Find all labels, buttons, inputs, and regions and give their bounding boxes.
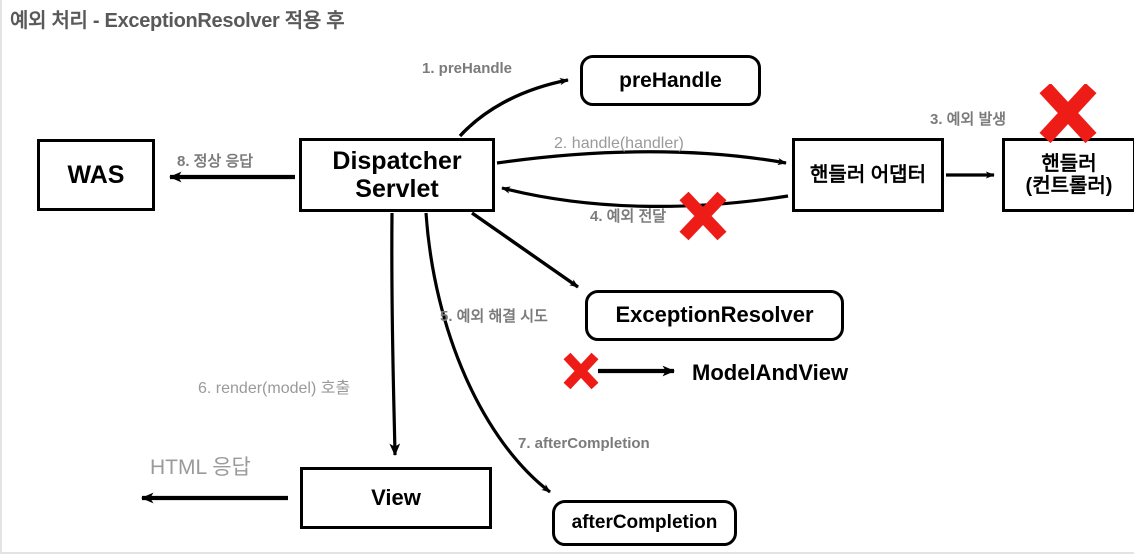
edge-dispatcher-to-handler-adapter xyxy=(496,150,787,166)
node-handler-adapter[interactable]: 핸들러 어댑터 xyxy=(792,138,944,212)
node-dispatcher-servlet-label: Dispatcher Servlet xyxy=(332,147,462,203)
node-view-label: View xyxy=(371,484,421,510)
node-after-completion-label: afterCompletion xyxy=(571,512,718,534)
node-handler-controller[interactable]: 핸들러 (컨트롤러) xyxy=(1002,138,1134,212)
edge-label-8-normal-response: 8. 정상 응답 xyxy=(177,153,254,170)
edge-label-7-after-completion: 7. afterCompletion xyxy=(518,435,650,452)
node-view[interactable]: View xyxy=(300,467,492,529)
text-model-and-view: ModelAndView xyxy=(692,360,849,385)
edge-label-3-exception-raised: 3. 예외 발생 xyxy=(930,111,1007,128)
edge-label-1-prehandle: 1. preHandle xyxy=(422,60,513,77)
edge-label-6-render-model: 6. render(model) 호출 xyxy=(198,380,351,397)
edge-label-5-exception-resolve-attempt: 5. 예외 해결 시도 xyxy=(440,308,548,325)
edge-label-html-response: HTML 응답 xyxy=(150,456,251,479)
edge-label-4-exception-delivery: 4. 예외 전달 xyxy=(590,208,667,225)
edge-dispatcher-to-resolver xyxy=(471,211,579,289)
x-mark-exception-delivery xyxy=(678,191,728,242)
edge-dispatcher-to-prehandle xyxy=(458,78,569,138)
page-title: 예외 처리 - ExceptionResolver 적용 후 xyxy=(10,10,345,32)
x-mark-model-and-view xyxy=(562,352,600,390)
edge-label-2-handle: 2. handle(handler) xyxy=(554,135,684,152)
node-handler-controller-label: 핸들러 (컨트롤러) xyxy=(1025,152,1113,197)
node-handler-adapter-label: 핸들러 어댑터 xyxy=(810,163,926,186)
x-mark-exception-raised xyxy=(1037,82,1099,146)
node-pre-handle-label: preHandle xyxy=(619,68,722,92)
node-exception-resolver[interactable]: ExceptionResolver xyxy=(585,290,844,341)
node-was-label: WAS xyxy=(67,161,125,189)
node-pre-handle[interactable]: preHandle xyxy=(580,55,761,106)
node-was[interactable]: WAS xyxy=(37,139,155,211)
node-after-completion[interactable]: afterCompletion xyxy=(552,500,737,546)
node-dispatcher-servlet[interactable]: Dispatcher Servlet xyxy=(299,138,495,212)
edge-dispatcher-to-view xyxy=(389,212,401,456)
node-exception-resolver-label: ExceptionResolver xyxy=(615,302,814,328)
edge-handler-adapter-to-dispatcher xyxy=(501,186,789,209)
edge-dispatcher-to-aftercompletion xyxy=(424,212,551,494)
